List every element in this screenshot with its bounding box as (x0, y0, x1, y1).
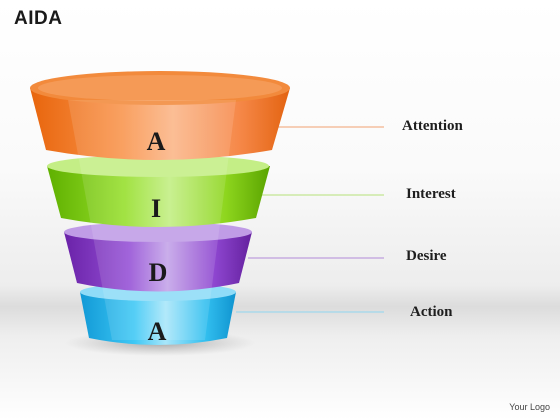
stage-label-attention: Attention (402, 118, 463, 134)
stage-letter-1: A (147, 127, 166, 156)
stage-label-desire: Desire (406, 248, 447, 264)
funnel-stage-interest (47, 155, 270, 227)
page-title: AIDA (14, 8, 63, 29)
funnel-highlight (68, 100, 236, 340)
funnel-stage-attention (30, 71, 290, 160)
stage-letter-4: A (148, 317, 167, 346)
funnel-stage-desire (64, 222, 252, 292)
stage-label-action: Action (410, 304, 453, 320)
stage-letter-3: D (149, 258, 168, 287)
logo-placeholder: Your Logo (509, 402, 550, 412)
stage-letter-2: I (151, 194, 161, 223)
stage-label-interest: Interest (406, 186, 456, 202)
